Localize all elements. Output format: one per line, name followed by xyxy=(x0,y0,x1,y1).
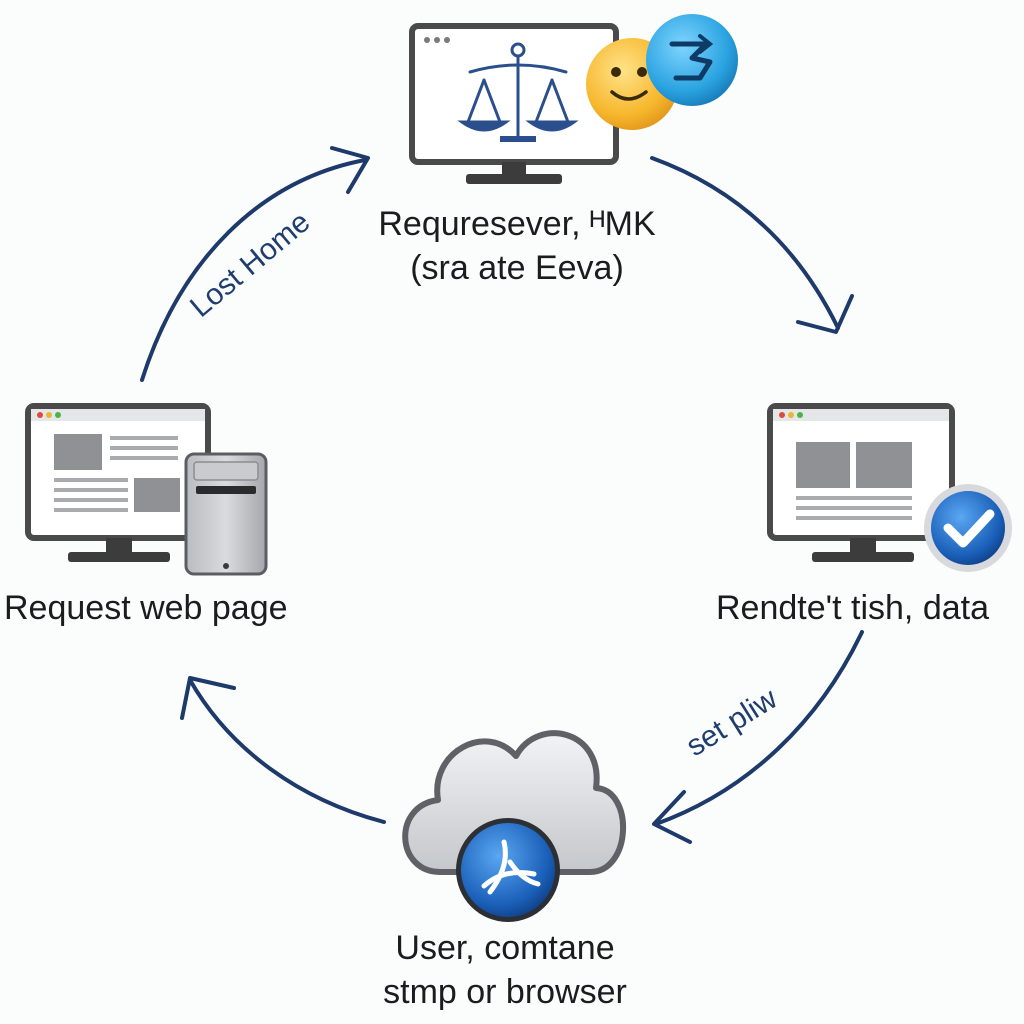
top-node-label: Requresever, ᴴMK (sra ate Eeva) xyxy=(312,202,722,290)
web-page-layout-icon xyxy=(54,434,180,512)
right-node-label: Rendte't tish, data xyxy=(716,589,989,627)
arrow-right-to-bottom xyxy=(652,630,864,844)
blue-globe-badge-icon xyxy=(456,818,560,922)
bottom-node-label: User, comtane stmp or browser xyxy=(330,926,680,1014)
arrow-top-to-right xyxy=(650,156,854,334)
arrow-left-to-top xyxy=(140,146,370,382)
right-web-page-layout-icon xyxy=(796,442,912,520)
arrow-bottom-to-left xyxy=(180,676,386,824)
bottom-node-label-line1: User, comtane xyxy=(395,929,615,967)
left-monitor-icon xyxy=(25,403,211,562)
server-tower-icon xyxy=(184,452,268,576)
cloud-icon xyxy=(402,730,627,875)
bottom-node-label-line2: stmp or browser xyxy=(383,973,627,1011)
top-node-label-line2: (sra ate Eeva) xyxy=(410,249,624,287)
left-node-label: Request web page xyxy=(4,589,288,627)
checkmark-badge-icon xyxy=(924,484,1012,572)
blue-sync-badge-icon xyxy=(646,14,738,106)
scales-of-justice-icon xyxy=(457,42,579,142)
top-node-label-line1: Requresever, ᴴMK xyxy=(378,205,656,243)
